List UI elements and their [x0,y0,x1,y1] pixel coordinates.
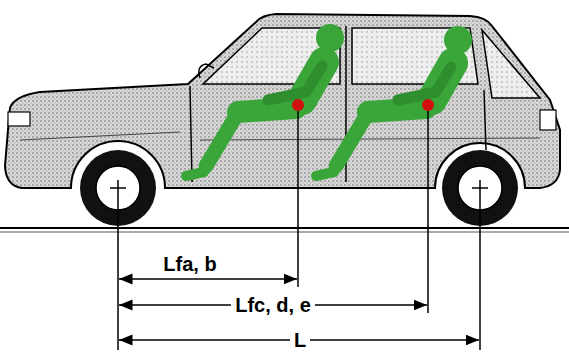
thigh [238,108,296,112]
hip-point [422,99,434,111]
dimension-label: L [290,329,310,351]
foot [316,172,334,176]
hip-point [292,99,304,111]
extension-line [297,111,299,287]
ground-line [0,232,569,233]
extension-line [479,196,481,350]
dimension-label: Lfc, d, e [231,294,315,316]
dimension-line [119,278,297,280]
extension-line [427,111,429,313]
arm [398,67,451,100]
extension-line [117,196,119,350]
shin [336,116,366,166]
thigh [368,108,426,112]
dimension-label: Lfa, b [159,253,220,275]
ground-line [0,227,569,229]
headlight [8,112,30,126]
foot [186,172,204,176]
front-occupant [186,24,344,176]
hatch-window [482,30,540,98]
rear-occupant [316,26,472,176]
body-crease [20,132,540,140]
shin [206,116,236,166]
arm [268,66,322,100]
wheel-centre [472,180,488,196]
wheel-centre [110,180,126,196]
mirror [199,64,214,78]
tail-light [540,110,556,130]
